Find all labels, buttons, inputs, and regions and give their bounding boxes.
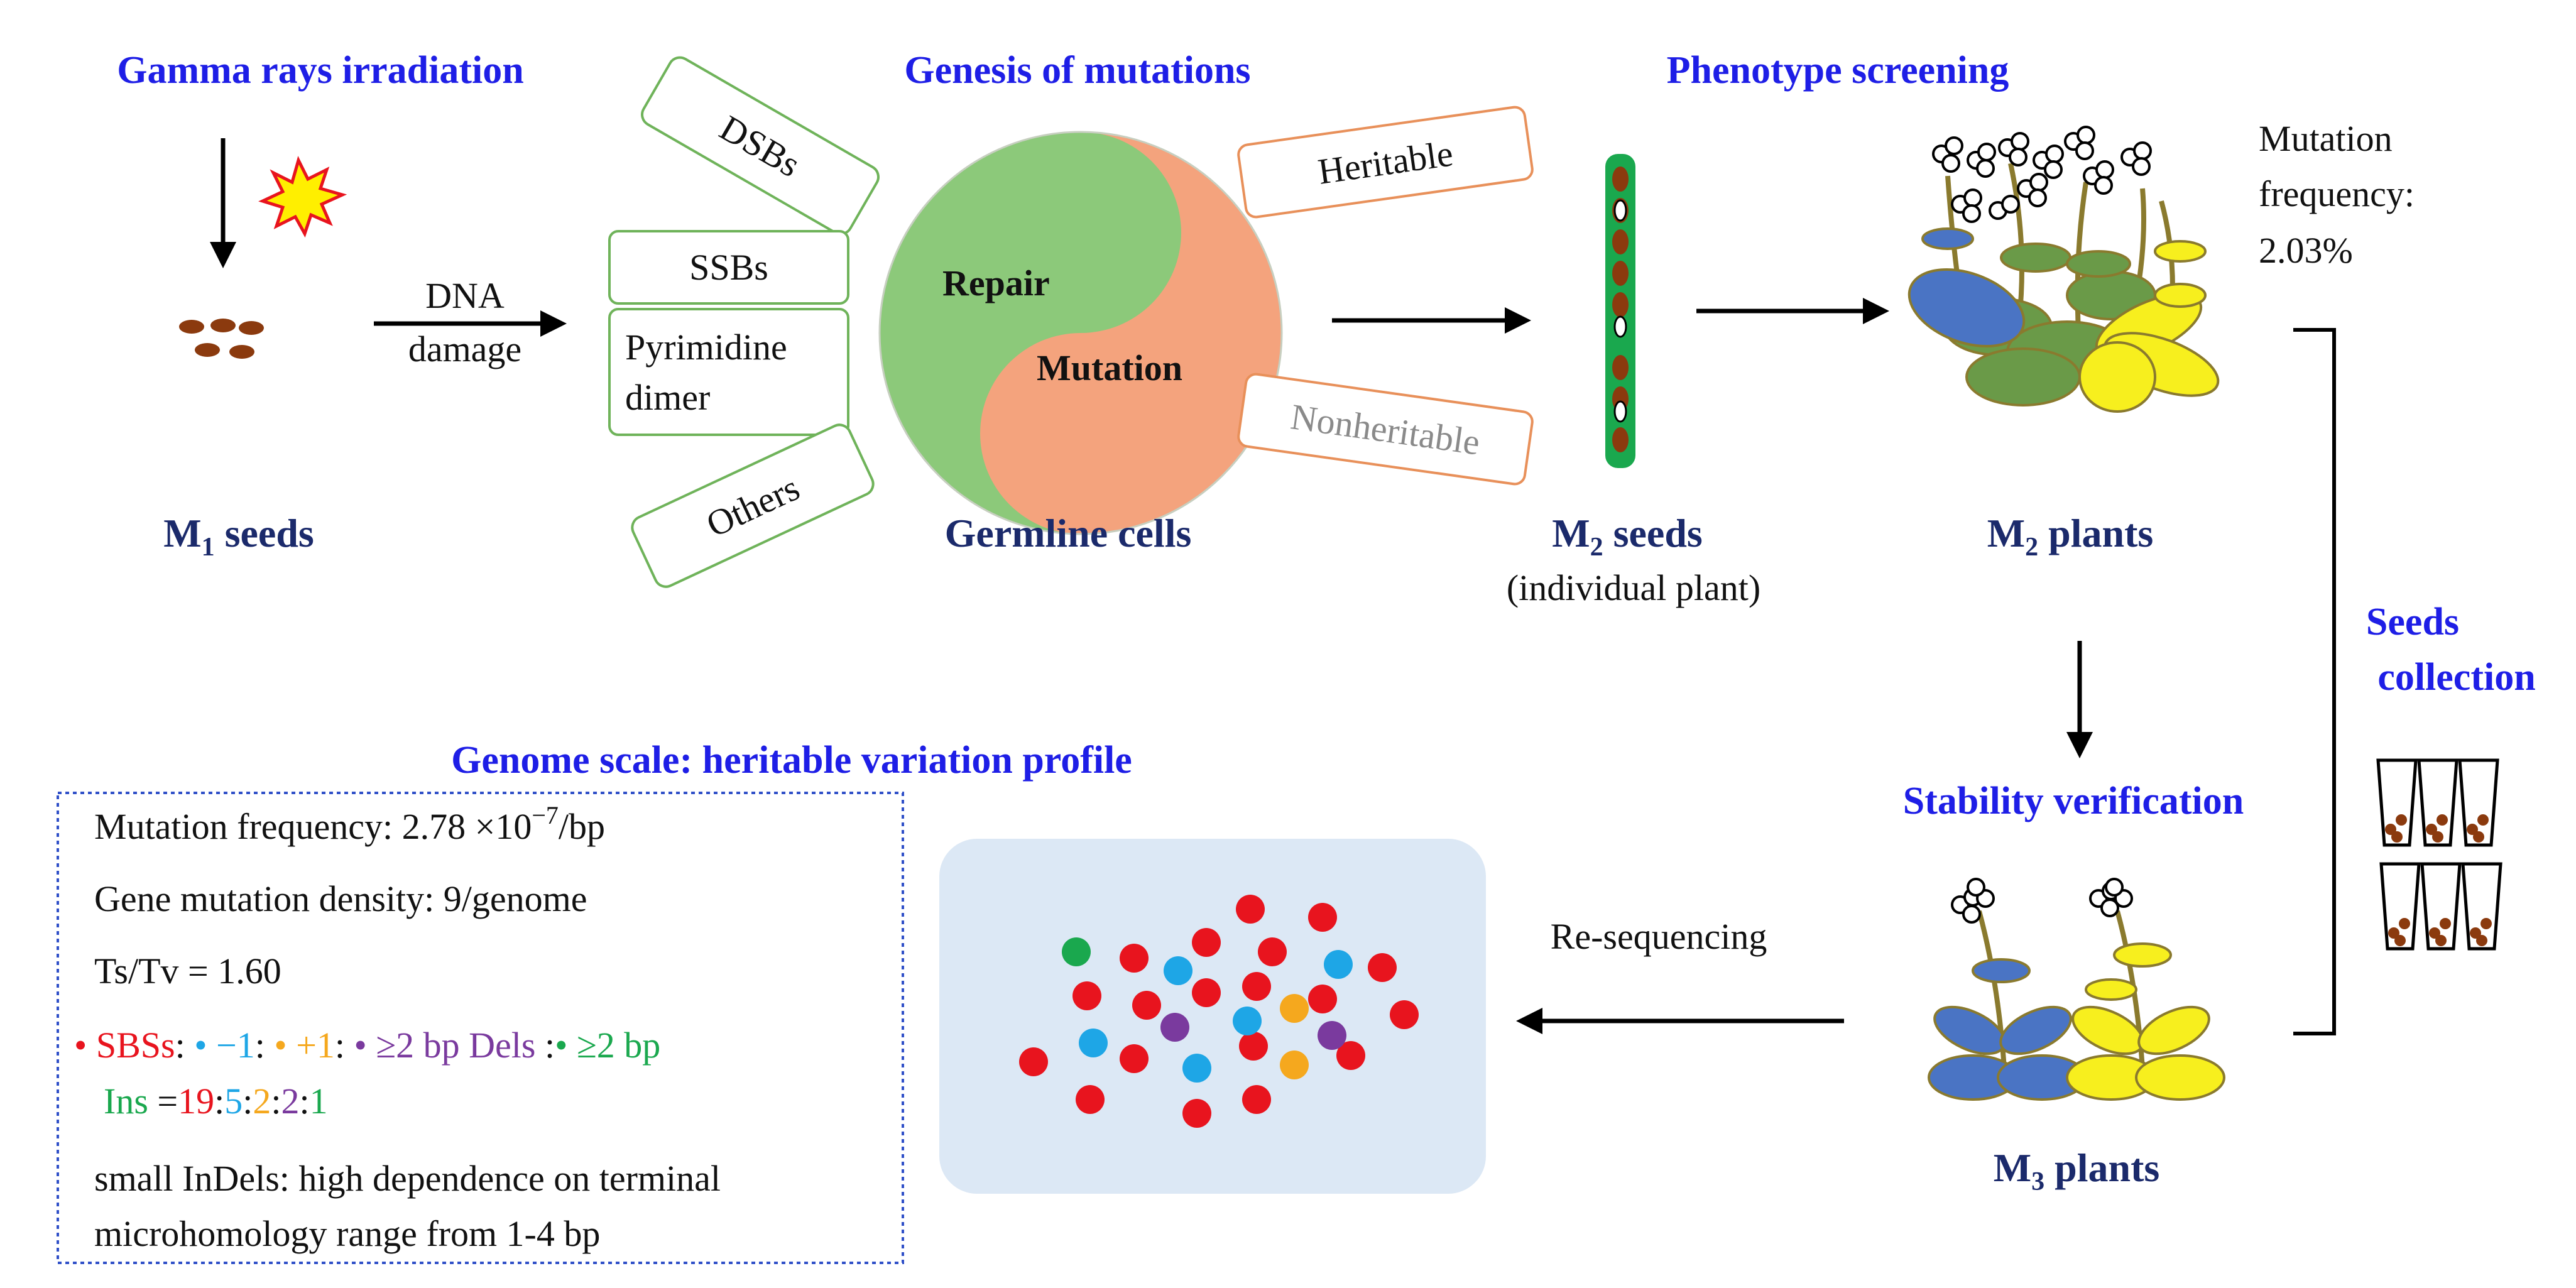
outcome-box-heritable: Heritable [1237,106,1534,219]
damage-label-pyrimidine-line1: Pyrimidine [625,327,787,368]
heading-seeds-collection-line1: Seeds [2366,601,2459,643]
heading-genome-profile: Genome scale: heritable variation profil… [451,739,1132,782]
dna-damage-label-line2: damage [408,329,521,369]
resequencing-label: Re-sequencing [1551,916,1767,957]
heading-seeds-collection-line2: collection [2377,656,2535,699]
heading-phenotype-screening: Phenotype screening [1667,49,2009,92]
heading-stability-verification: Stability verification [1903,780,2244,822]
m2-seeds-silique-icon [1605,154,1635,468]
outcome-box-nonheritable: Nonheritable [1237,373,1534,486]
profile-mutation-frequency: Mutation frequency: 2.78 ×10−7/bp [94,801,605,847]
damage-label-ssbs: SSBs [689,247,768,288]
repair-label: Repair [942,263,1050,303]
profile-box [57,792,904,1264]
seed-cups-icon [2376,758,2502,951]
damage-label-pyrimidine-line2: dimer [625,377,710,418]
dna-damage-label-line1: DNA [425,275,505,316]
m1-seeds-icon [179,319,264,359]
mutation-frequency-line2: frequency: [2259,173,2415,214]
mutation-label: Mutation [1037,347,1182,388]
repair-half [880,132,1181,534]
mutation-frequency-line1: Mutation [2259,118,2393,159]
heading-genesis-of-mutations: Genesis of mutations [904,49,1250,92]
damage-box-ssbs: SSBs [608,230,849,305]
profile-small-indels-line2: microhomology range from 1-4 bp [94,1213,600,1254]
variation-dots-panel [939,839,1486,1194]
explosion-icon [258,156,347,238]
mutation-frequency-line3: 2.03% [2259,230,2353,271]
repair-mutation-circle: Repair Mutation [878,131,1283,535]
m3-plants-label: M3 plants [1994,1145,2160,1196]
m3-plants-icon [1928,878,2225,1101]
heading-gamma-irradiation: Gamma rays irradiation [117,49,524,92]
damage-box-others: Others [631,423,875,588]
profile-ts-tv: Ts/Tv = 1.60 [94,951,281,991]
profile-mutation-ratio: Ins =19:5:2:2:1 [104,1081,328,1122]
damage-box-dsbs: DSBs [641,56,880,236]
germline-cells-label: Germline cells [945,511,1192,555]
profile-mutation-types: • SBSs: • −1: • +1: • ≥2 bp Dels :• ≥2 b… [74,1025,660,1066]
m2-seeds-sublabel: (individual plant) [1507,567,1760,608]
damage-box-pyrimidine: Pyrimidine dimer [608,308,849,436]
profile-gene-mutation-density: Gene mutation density: 9/genome [94,878,587,919]
m1-seeds-label: M1 seeds [163,511,314,562]
m2-seeds-label: M2 seeds [1552,511,1703,562]
profile-small-indels-line1: small InDels: high dependence on termina… [94,1158,721,1199]
m2-plants-icon [1907,126,2220,413]
variation-dots [1019,895,1419,1128]
seeds-collection-bracket [2293,328,2336,1035]
m2-plants-label: M2 plants [1987,511,2154,562]
